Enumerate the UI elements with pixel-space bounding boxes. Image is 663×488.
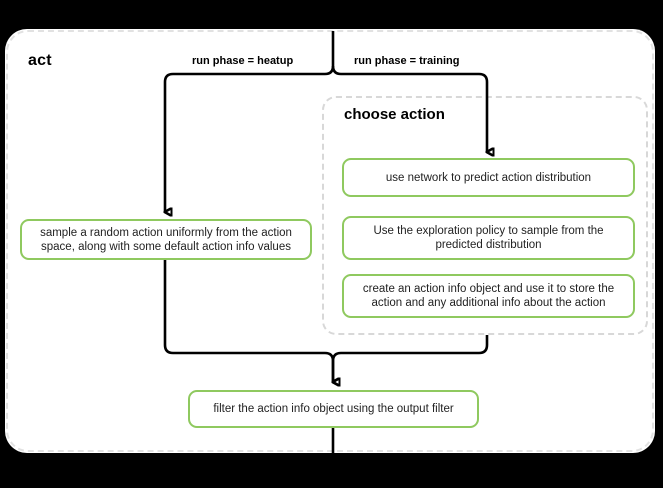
edge-choose-action-to-filter xyxy=(333,335,489,382)
edge-to-use-network-node xyxy=(331,65,487,152)
edge-label-run-phase-training: run phase = training xyxy=(354,55,460,67)
node-create-action-info[interactable]: create an action info object and use it … xyxy=(342,274,635,318)
edge-to-heatup-node xyxy=(165,65,335,212)
choose-action-container xyxy=(322,96,648,335)
act-container xyxy=(6,30,654,452)
node-exploration-policy[interactable]: Use the exploration policy to sample fro… xyxy=(342,216,635,260)
edge-heatup-to-filter xyxy=(163,260,333,382)
node-output-filter[interactable]: filter the action info object using the … xyxy=(188,390,479,428)
node-heatup-sample[interactable]: sample a random action uniformly from th… xyxy=(20,219,312,260)
edge-label-run-phase-heatup: run phase = heatup xyxy=(192,55,294,67)
choose-action-container-label: choose action xyxy=(344,106,445,123)
node-use-network[interactable]: use network to predict action distributi… xyxy=(342,158,635,197)
act-container-label: act xyxy=(28,52,52,69)
